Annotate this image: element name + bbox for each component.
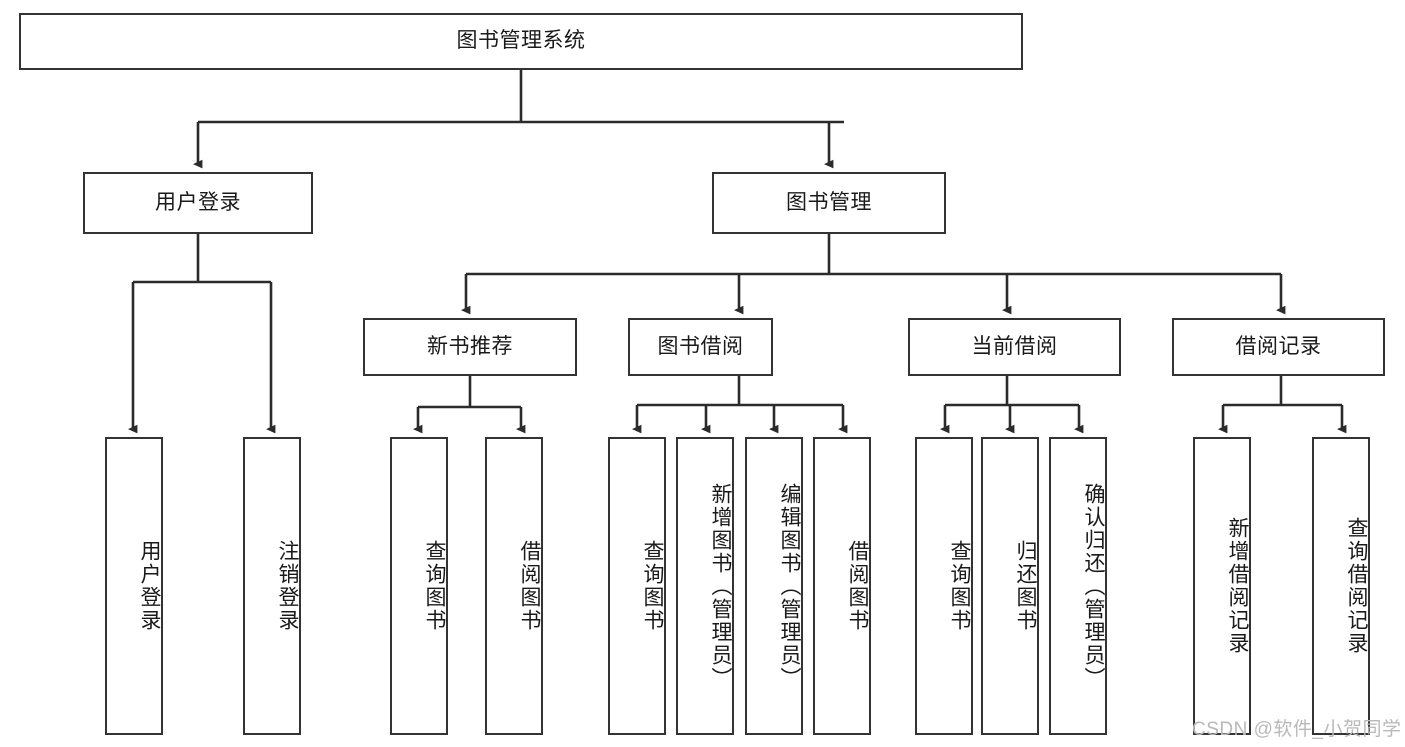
leaf-current-borrow-confirm-return[interactable]: 确认归还（管理员）: [1049, 437, 1107, 735]
node-label: 编辑图书（管理员）: [778, 482, 801, 690]
node-label: 新增图书（管理员）: [709, 482, 732, 690]
node-label: 确认归还（管理员）: [1082, 482, 1105, 690]
leaf-user-login-logout[interactable]: 注销登录: [243, 437, 301, 735]
leaf-new-book-borrow[interactable]: 借阅图书: [485, 437, 543, 735]
node-label: 查询图书: [423, 540, 446, 632]
leaf-book-borrow-borrow[interactable]: 借阅图书: [813, 437, 871, 735]
leaf-user-login-login[interactable]: 用户登录: [105, 437, 163, 735]
node-label: 图书管理系统: [456, 29, 586, 53]
leaf-book-borrow-query[interactable]: 查询图书: [608, 437, 666, 735]
node-label: 新增借阅记录: [1226, 517, 1249, 655]
node-label: 图书借阅: [657, 334, 744, 358]
leaf-book-borrow-add[interactable]: 新增图书（管理员）: [676, 437, 734, 735]
node-borrow-record[interactable]: 借阅记录: [1172, 318, 1385, 376]
leaf-book-borrow-edit[interactable]: 编辑图书（管理员）: [745, 437, 803, 735]
node-new-book-recommend[interactable]: 新书推荐: [363, 318, 577, 376]
node-label: 借阅图书: [518, 540, 541, 632]
node-label: 注销登录: [276, 540, 299, 632]
node-label: 新书推荐: [427, 334, 513, 358]
node-label: 查询借阅记录: [1345, 517, 1368, 655]
node-book-management[interactable]: 图书管理: [712, 172, 946, 234]
leaf-current-borrow-return[interactable]: 归还图书: [981, 437, 1039, 735]
node-current-borrow[interactable]: 当前借阅: [908, 318, 1121, 376]
node-label: 图书管理: [786, 190, 872, 214]
leaf-new-book-query[interactable]: 查询图书: [390, 437, 448, 735]
node-label: 查询图书: [641, 540, 664, 632]
leaf-borrow-record-query[interactable]: 查询借阅记录: [1312, 437, 1370, 735]
node-label: 借阅记录: [1235, 334, 1322, 358]
node-root-system[interactable]: 图书管理系统: [19, 13, 1023, 70]
node-label: 用户登录: [155, 190, 241, 214]
node-book-borrow[interactable]: 图书借阅: [628, 318, 773, 376]
watermark-text: CSDN @软件_小贺同学: [1192, 719, 1402, 740]
leaf-borrow-record-add[interactable]: 新增借阅记录: [1193, 437, 1251, 735]
node-label: 归还图书: [1014, 540, 1037, 632]
node-label: 查询图书: [948, 540, 971, 632]
node-label: 借阅图书: [846, 540, 869, 632]
node-user-login[interactable]: 用户登录: [83, 172, 313, 234]
leaf-current-borrow-query[interactable]: 查询图书: [915, 437, 973, 735]
node-label: 当前借阅: [971, 334, 1058, 358]
node-label: 用户登录: [138, 540, 161, 632]
